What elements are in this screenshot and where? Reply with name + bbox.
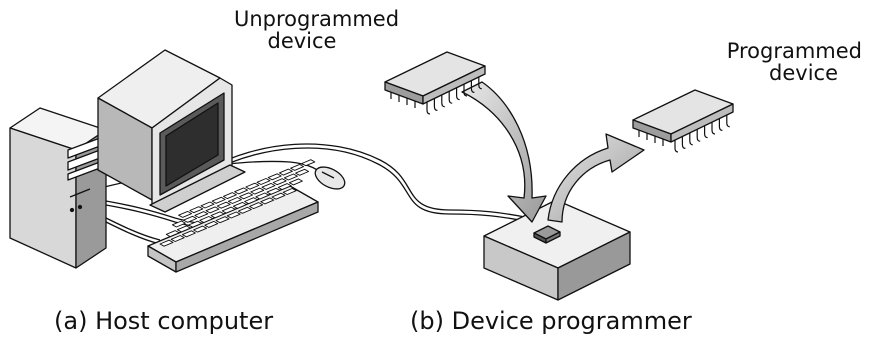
keyboard-key xyxy=(226,211,241,219)
programmed-label: Programmed device xyxy=(712,40,862,84)
keyboard-key xyxy=(170,235,185,242)
keyboard-key xyxy=(267,173,282,181)
chip-pin xyxy=(674,140,679,153)
keyboard-key xyxy=(183,215,198,223)
unprogrammed-chip xyxy=(384,51,486,115)
keyboard-key xyxy=(188,220,203,228)
keyboard-key xyxy=(189,206,204,214)
chip-pin xyxy=(470,80,475,93)
tower xyxy=(9,107,107,269)
keyboard-key xyxy=(283,173,298,181)
keyboard-key xyxy=(282,188,297,195)
arrow-into-programmer xyxy=(461,81,547,223)
keyboard-key xyxy=(232,201,247,209)
keyboard-key xyxy=(215,216,230,224)
unprogrammed-label-line1: Unprogrammed xyxy=(234,7,400,31)
keyboard-key xyxy=(178,210,193,218)
keyboard-key xyxy=(295,168,310,176)
keyboard-key xyxy=(244,197,259,205)
chip-pin xyxy=(456,87,460,101)
programmed-chip xyxy=(632,89,734,153)
keyboard-key xyxy=(239,192,254,200)
keyboard-key xyxy=(200,201,215,209)
keyboard-key xyxy=(204,220,219,228)
keyboard-key xyxy=(193,225,208,233)
keyboard-key xyxy=(250,187,265,195)
keyboard-key xyxy=(211,196,226,204)
keyboard-key xyxy=(301,159,316,167)
keyboard-key xyxy=(255,192,270,200)
keyboard-key xyxy=(290,163,305,171)
mouse xyxy=(314,166,346,190)
chip-pin xyxy=(478,76,482,90)
keyboard-key xyxy=(222,192,237,200)
keyboard-key xyxy=(159,239,174,247)
chip-pin xyxy=(441,94,445,108)
chip-pin xyxy=(718,118,723,131)
keyboard-key xyxy=(271,192,286,200)
monitor xyxy=(97,49,246,213)
unprogrammed-label: Unprogrammed device xyxy=(234,7,400,53)
keyboard-key xyxy=(181,230,196,238)
chip-pin xyxy=(696,129,701,142)
keyboard-key xyxy=(227,197,242,204)
keyboard-key xyxy=(171,220,186,228)
keyboard xyxy=(147,159,319,273)
caption-host-computer: (a) Host computer xyxy=(54,307,274,335)
chip-pin xyxy=(726,114,730,128)
keyboard-key xyxy=(165,230,180,238)
chip-pin xyxy=(448,91,453,104)
chip-pin xyxy=(681,136,686,149)
keyboard-key xyxy=(277,183,292,191)
keyboard-key xyxy=(234,187,249,195)
keyboard-key xyxy=(256,178,271,185)
keyboard-key xyxy=(176,225,191,233)
keyboard-key xyxy=(237,206,252,214)
keyboard-key xyxy=(210,211,225,219)
chip-pin xyxy=(704,125,708,139)
programmed-label-line2: device xyxy=(769,61,838,85)
chip-pin xyxy=(426,102,431,115)
programmed-label-line1: Programmed xyxy=(726,39,862,63)
keyboard-key xyxy=(261,182,276,190)
caption-device-programmer: (b) Device programmer xyxy=(410,307,692,335)
keyboard-key xyxy=(221,206,236,214)
keyboard-key xyxy=(260,197,275,205)
keyboard-key xyxy=(216,201,231,209)
keyboard-key xyxy=(194,211,209,219)
arrow-out-of-programmer xyxy=(547,133,645,223)
keyboard-key xyxy=(199,216,214,223)
device-programmer xyxy=(483,199,631,301)
chip-pin xyxy=(711,122,716,135)
keyboard-key xyxy=(205,206,220,214)
chip-pin xyxy=(433,98,438,111)
chip-pin xyxy=(689,132,693,146)
chip-pin xyxy=(463,84,468,97)
keyboard-key xyxy=(266,187,281,195)
unprogrammed-label-line2: device xyxy=(267,29,337,53)
keyboard-key xyxy=(272,178,287,186)
keyboard-key xyxy=(245,182,260,190)
keyboard-key xyxy=(249,202,264,210)
keyboard-key xyxy=(278,168,293,176)
keyboard-key xyxy=(288,178,303,186)
